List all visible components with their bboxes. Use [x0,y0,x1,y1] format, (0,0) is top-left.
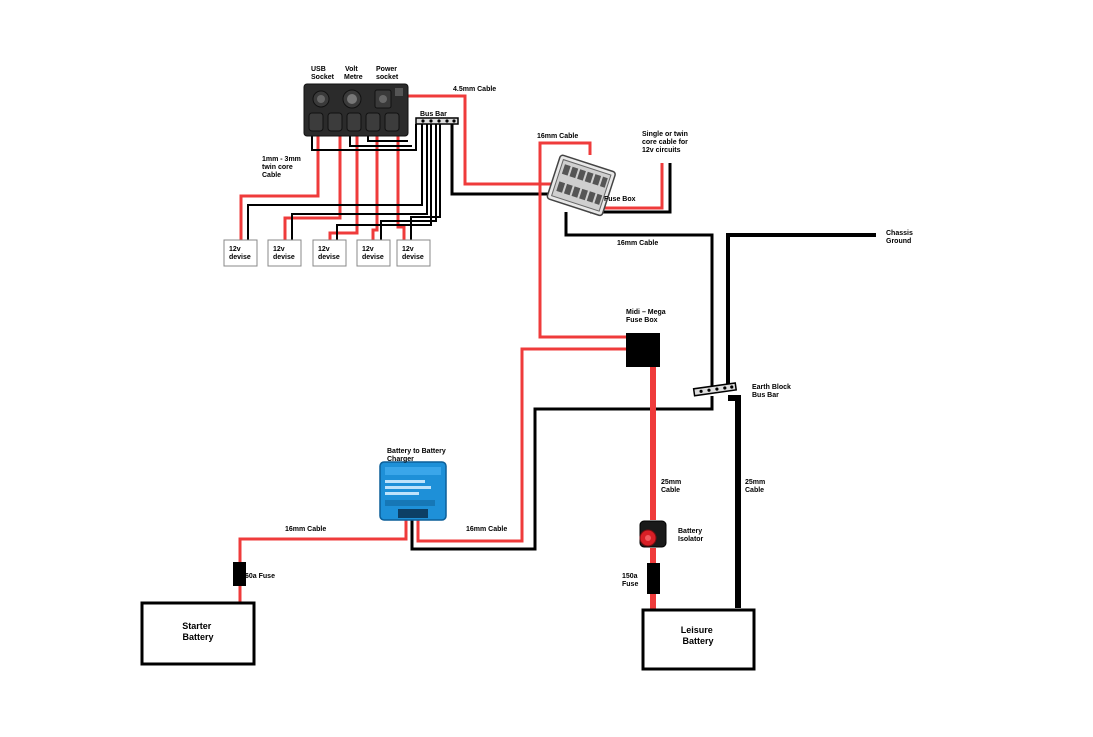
b2b-charger-label: Battery to Battery Charger [387,448,448,463]
black-wire-12v-circuits [590,163,672,214]
cable-25mm-left-label: 25mm Cable [661,479,683,494]
fuse-150a-label: 150a Fuse [622,573,640,588]
cable-4-5mm-label: 4.5mm Cable [453,86,496,93]
black-wire-chassis [726,233,876,384]
bus-bar-label: Bus Bar [420,111,447,118]
b2b-charger [379,461,447,521]
cable-16mm-top-label: 16mm Cable [537,133,578,140]
bus-bar [415,117,459,125]
red-wire-device-4 [371,134,379,240]
black-wire-busbar-earth [450,121,555,196]
red-wire-12v-circuits [596,163,664,210]
black-wire-25mm [728,395,741,608]
cable-25mm-right-label: 25mm Cable [745,479,767,494]
red-wire-4-5mm [405,94,560,186]
black-wire-device-5 [410,124,441,240]
chassis-ground-label: Chassis Ground [886,230,915,245]
battery-isolator-label: Battery Isolator [678,528,704,543]
midi-mega-fuse-box [626,333,660,367]
red-wire-device-5 [396,134,406,240]
single-twin-label: Single or twin core cable for 12v circui… [642,131,690,154]
leisure-battery-label: Leisure Battery [681,625,716,646]
black-wire-device-4 [380,124,437,240]
cable-16mm-left-label: 16mm Cable [285,526,326,533]
red-wire-device-1 [239,134,320,240]
rocker-switches [308,112,400,132]
switch-icon [327,112,343,132]
black-wire-16mm-fusebox-neg [564,212,714,388]
usb-socket-label: USB Socket [311,66,335,81]
black-wire-charger-earth [410,396,714,551]
red-wire-midi-charger [416,347,626,543]
switch-icon [365,112,381,132]
starter-battery-label: Starter Battery [182,621,214,642]
fuse-box [546,154,616,217]
wires [238,94,876,610]
fuse-150a [647,563,660,594]
red-wire-device-2 [283,134,342,240]
cable-16mm-right-label: 16mm Cable [466,526,507,533]
fuse-60a [233,562,246,586]
black-wire-device-3 [336,124,432,240]
starter-battery [140,601,256,666]
earth-block-label: Earth Block Bus Bar [752,384,793,399]
switch-icon [308,112,324,132]
black-wire-device-1 [247,124,423,240]
switch-icon [384,112,400,132]
cable-16mm-mid-label: 16mm Cable [617,240,658,247]
twin-core-label: 1mm - 3mm twin core Cable [262,156,303,179]
red-wire-device-3 [328,134,359,240]
volt-metre-label: Volt Metre [344,66,363,81]
fuse-60a-label: 60a Fuse [245,573,275,580]
earth-block [692,382,738,397]
leisure-battery [641,608,756,671]
black-wire-panel-busbar-2 [349,134,412,147]
black-wire-device-2 [291,124,428,240]
fuse-box-label: Fuse Box [604,196,636,203]
switch-panel [303,83,409,137]
red-wire-16mm-fusebox [538,141,626,339]
midi-mega-label: Midi – Mega Fuse Box [626,309,668,324]
switch-icon [346,112,362,132]
black-wire-panel-busbar [311,124,417,151]
power-socket-label: Power socket [376,66,399,81]
battery-isolator [639,520,667,548]
